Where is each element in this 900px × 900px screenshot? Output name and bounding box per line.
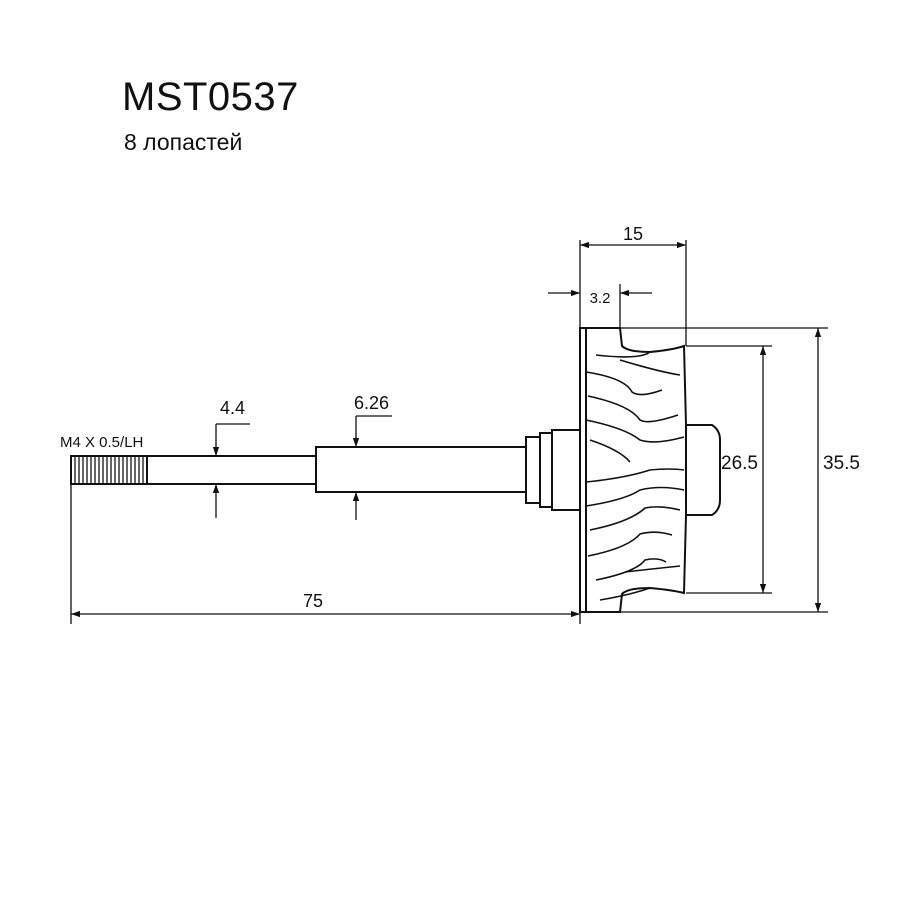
wheel-width-label: 15: [623, 224, 643, 244]
blade-count-subtitle: 8 лопастей: [124, 129, 243, 155]
outer-diameter-label: 35.5: [823, 453, 860, 474]
wheel-backplate: [579, 327, 587, 613]
threaded-end: [70, 455, 148, 485]
shaft-collar-3: [551, 429, 581, 511]
inner-diameter-label: 26.5: [721, 453, 758, 474]
total-length-label: 75: [303, 591, 323, 611]
turbine-wheel: [579, 327, 721, 613]
shaft-collar-1: [525, 436, 541, 504]
dimension-lines: [70, 240, 828, 624]
shaft: [145, 429, 581, 511]
shaft-thin-section: [145, 455, 317, 485]
wheel-blades: [585, 351, 685, 601]
wheel-nose: [686, 424, 721, 516]
shaft-collar-2: [539, 432, 553, 508]
shaft-large-diameter-label: 6.26: [354, 393, 389, 413]
wheel-profile: [586, 327, 687, 613]
part-number-title: MST0537: [122, 75, 299, 119]
blade-offset-label: 3.2: [590, 290, 611, 307]
thread-spec-label: M4 X 0.5/LH: [60, 434, 143, 451]
shaft-small-diameter-label: 4.4: [220, 398, 245, 418]
shaft-thick-section: [315, 446, 527, 493]
